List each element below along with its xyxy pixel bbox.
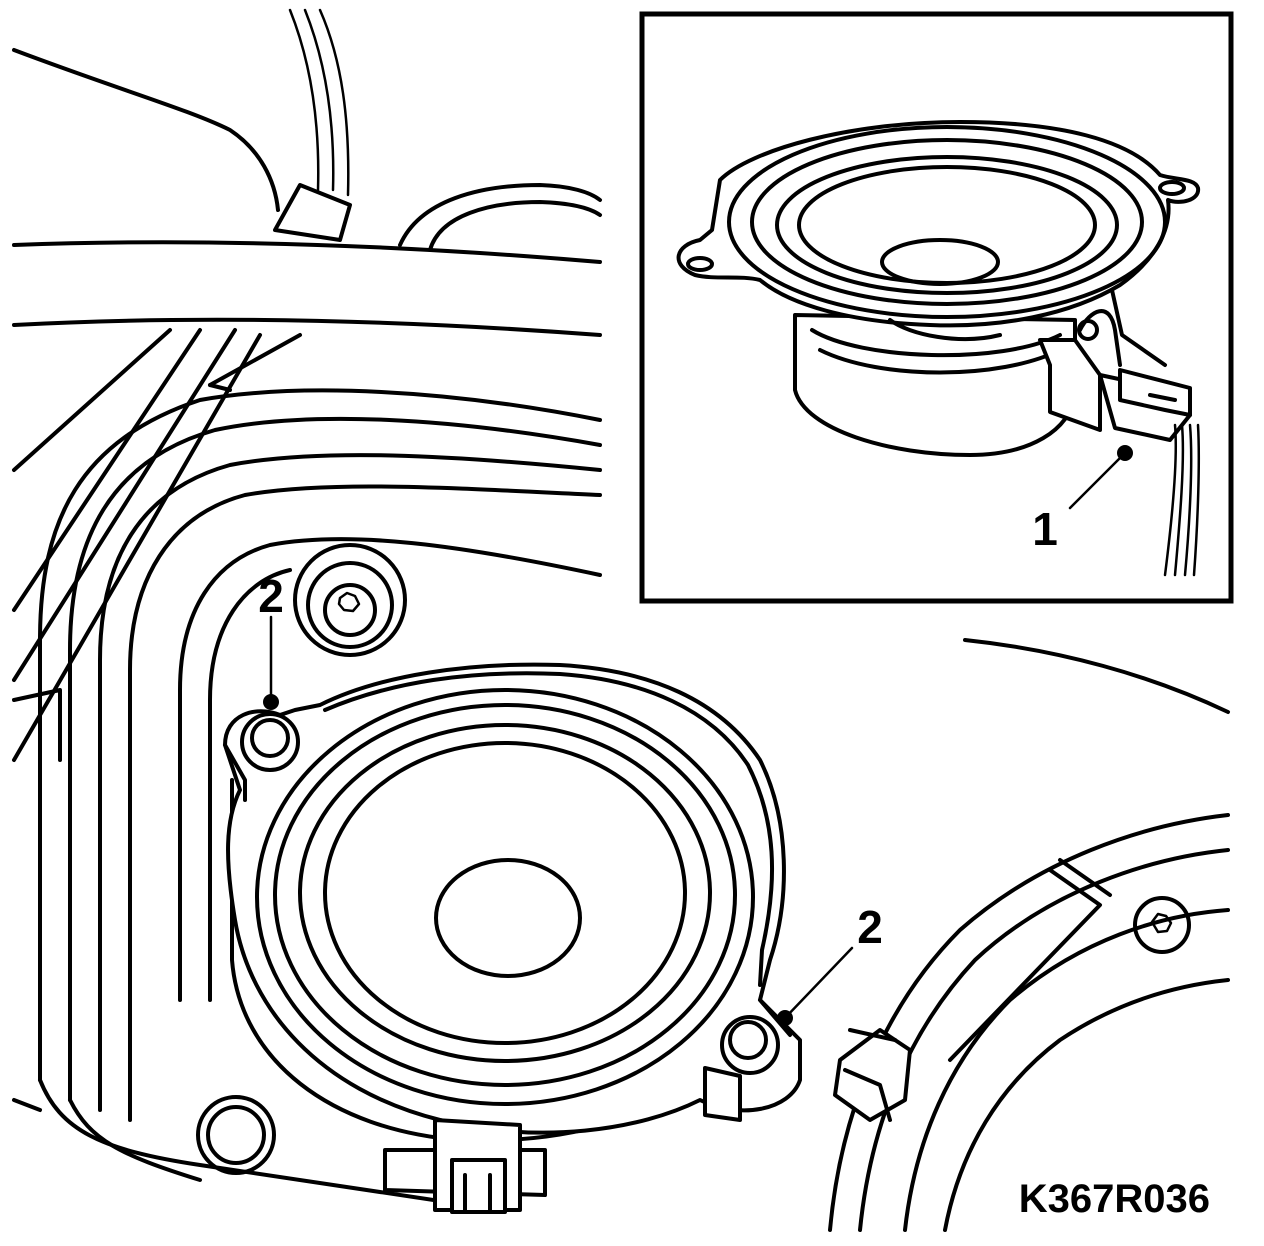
drawing-code: K367R036 xyxy=(1019,1177,1210,1221)
callout-label-2-top: 2 xyxy=(258,570,284,622)
door-panel-background xyxy=(12,8,1230,1212)
mount-screw-top xyxy=(293,543,407,657)
inset-leader xyxy=(1068,451,1127,510)
inset-connector xyxy=(1038,288,1201,577)
inset-detail xyxy=(639,11,1234,604)
callout-label-1: 1 xyxy=(1032,503,1058,555)
adjacent-panel-component xyxy=(828,813,1230,1232)
speaker-main xyxy=(223,662,802,1214)
callout-label-2-bottom: 2 xyxy=(857,901,883,953)
inset-speaker xyxy=(676,120,1201,457)
callout-leaders xyxy=(263,615,854,1026)
